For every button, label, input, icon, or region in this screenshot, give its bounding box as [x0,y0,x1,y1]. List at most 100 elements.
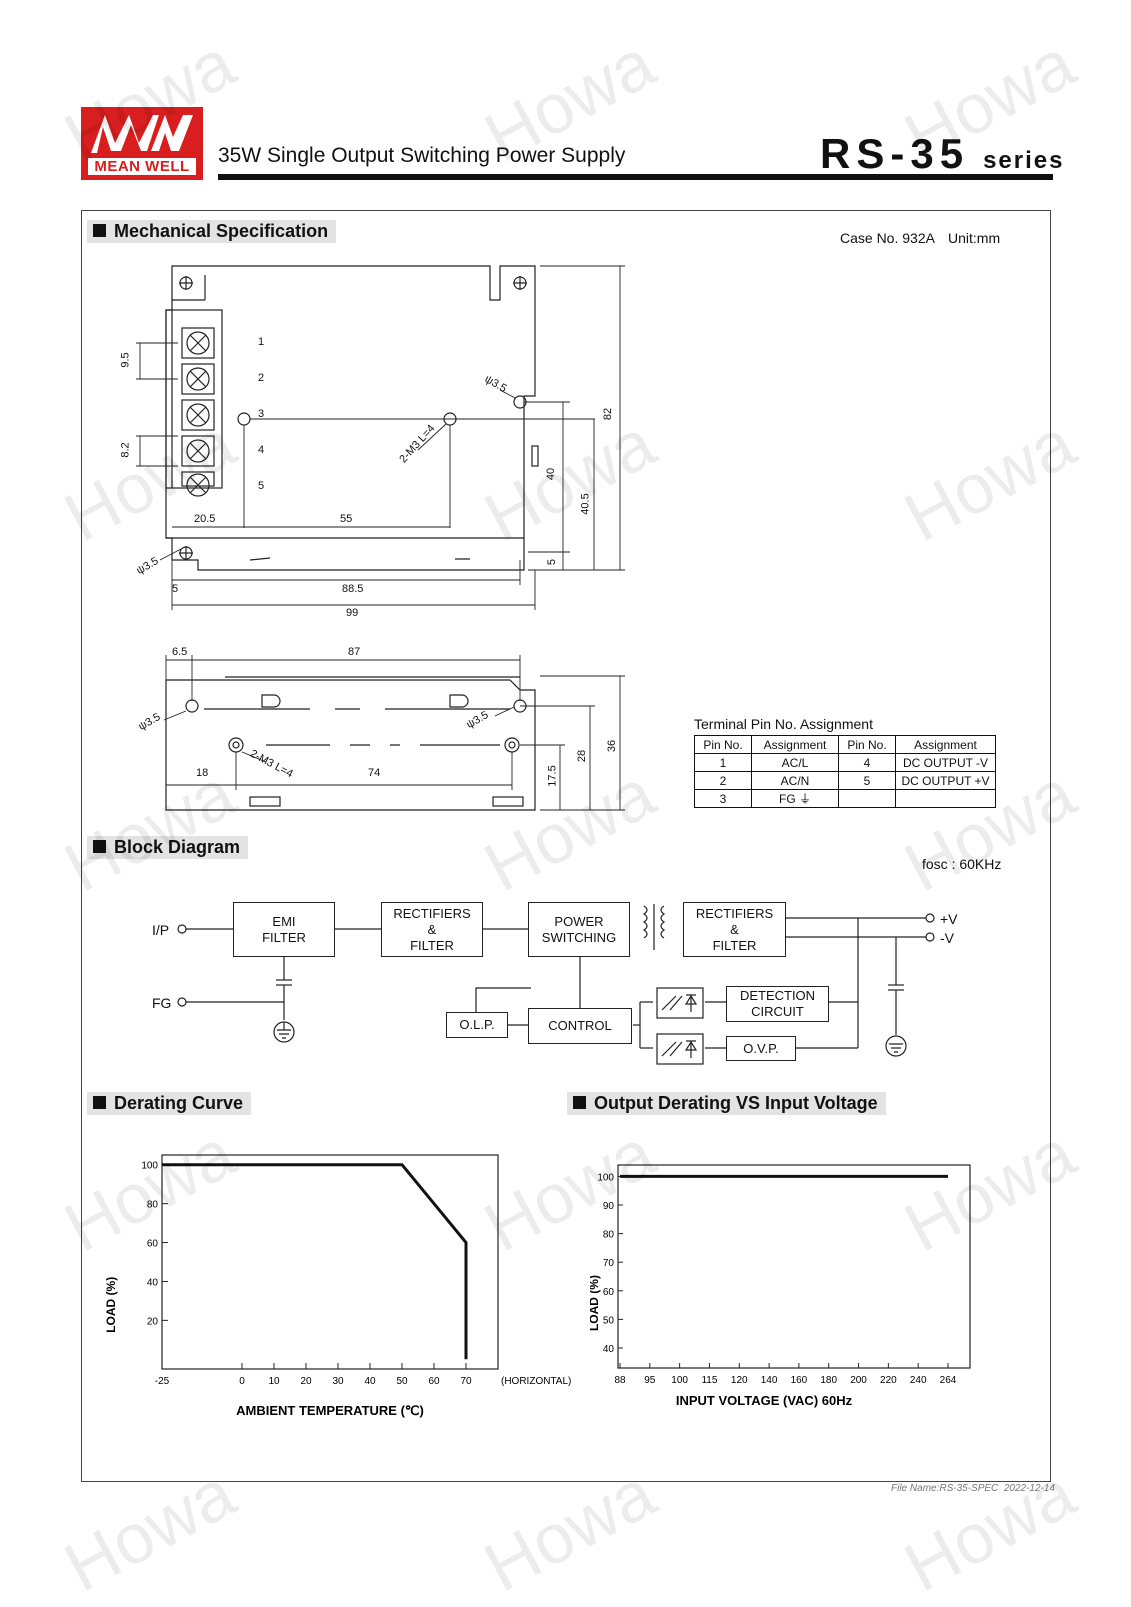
table-header: Assignment [751,735,839,754]
terminal-table-title: Terminal Pin No. Assignment [694,716,873,732]
y-tick-label: 20 [147,1316,159,1327]
x-tick-label: 60 [428,1376,440,1387]
x-tick-label: 140 [761,1375,778,1386]
olp-block: O.L.P. [446,1012,508,1038]
x-tick-label: 40 [364,1376,376,1387]
output-neg-label: -V [940,930,954,946]
terminal-number: 3 [258,408,265,420]
x-tick-label: 50 [396,1376,408,1387]
detection-circuit-block: DETECTION CIRCUIT [726,986,829,1022]
terminal-number: 2 [258,372,265,384]
output-rectifier-block: RECTIFIERS & FILTER [683,902,786,957]
block-diagram-wiring [177,904,935,1065]
footer-file: File Name:RS-35-SPEC [891,1483,999,1494]
x-tick-label: 180 [820,1375,837,1386]
table-cell: FG ⏚ [751,789,839,808]
x-tick-label: 120 [731,1375,748,1386]
x-tick-label: 95 [644,1375,656,1386]
logo-text: MEAN WELL [88,158,196,175]
table-cell: AC/N [751,771,839,790]
table-cell: DC OUTPUT +V [895,771,996,790]
page-title: RS-35 series [820,130,1064,178]
table-cell: 4 [838,753,896,772]
x-tick-label: 0 [239,1376,245,1387]
control-block: CONTROL [528,1008,632,1044]
dim-label: 87 [348,646,361,658]
x-tick-label: 88 [614,1375,626,1386]
x-axis-label: INPUT VOLTAGE (VAC) 60Hz [676,1393,853,1408]
section-block-diagram: Block Diagram [87,836,249,859]
section-derating-curve: Derating Curve [87,1092,252,1115]
y-tick-label: 60 [603,1287,615,1298]
x-tick-label: -25 [155,1376,170,1387]
header-rule [218,174,1053,180]
x-tick-label: 200 [850,1375,867,1386]
section-mechanical: Mechanical Specification [87,220,337,243]
x-tick-label: 240 [910,1375,927,1386]
table-header-row: Pin No. Assignment Pin No. Assignment [694,735,996,754]
dim-label: 5 [172,583,179,595]
table-cell: 5 [838,771,896,790]
series-label: series [983,147,1065,174]
case-number: Case No. 932A [840,230,935,246]
section-title: Output Derating VS Input Voltage [594,1093,878,1113]
dim-label: 28 [576,749,589,763]
table-row: 2 AC/N 5 DC OUTPUT +V [694,771,996,790]
section-title: Mechanical Specification [114,221,329,241]
derating-line [162,1163,468,1360]
footer: File Name:RS-35-SPEC 2022-12-14 [891,1483,1055,1494]
section-bullet-icon [93,224,106,237]
y-tick-label: 60 [147,1239,159,1250]
ip-label: I/P [152,922,170,938]
unit-label: Unit:mm [948,230,1001,246]
mechanical-side-view [163,655,625,811]
table-cell: 2 [694,771,752,790]
x-tick-label: 100 [671,1375,688,1386]
dim-label: 74 [368,767,381,779]
dim-label: 6.5 [172,646,188,658]
model-name: RS-35 [820,130,970,177]
mean-well-logo: MEAN WELL [81,107,203,180]
table-row: 1 AC/L 4 DC OUTPUT -V [694,753,996,772]
table-cell: 1 [694,753,752,772]
x-tick-label: 30 [332,1376,344,1387]
x-tick-label: 264 [940,1375,957,1386]
dim-label: 36 [606,739,619,753]
y-tick-label: 70 [603,1258,615,1269]
y-tick-label: 80 [603,1230,615,1241]
terminal-number: 5 [258,480,265,492]
dim-label: 17.5 [546,765,559,787]
terminal-table: Pin No. Assignment Pin No. Assignment 1 … [694,735,996,808]
x-tick-label: 115 [701,1375,717,1386]
terminal-number: 1 [258,336,265,348]
x-tick-label: 20 [300,1376,312,1387]
y-tick-label: 100 [597,1172,614,1183]
footer-date: 2022-12-14 [1003,1483,1055,1494]
x-axis-note: (HORIZONTAL) [501,1376,571,1387]
table-cell [895,789,996,808]
table-cell: DC OUTPUT -V [895,753,996,772]
ovp-block: O.V.P. [726,1036,796,1061]
dim-label: 18 [196,767,209,779]
dim-label: 88.5 [342,583,364,595]
section-bullet-icon [93,840,106,853]
rectifier-filter-block: RECTIFIERS & FILTER [381,902,483,957]
fosc-label: fosc : 60KHz [922,856,1002,872]
output-pos-label: +V [940,911,958,927]
section-input-derating: Output Derating VS Input Voltage [567,1092,886,1115]
x-tick-label: 70 [460,1376,472,1387]
y-tick-label: 40 [603,1344,615,1355]
y-axis-label: LOAD (%) [590,1275,601,1331]
power-switching-block: POWER SWITCHING [528,902,630,957]
table-cell: AC/L [751,753,839,772]
x-tick-label: 10 [268,1376,280,1387]
section-title: Derating Curve [114,1093,244,1113]
dim-label: 55 [340,513,353,525]
dim-label: 5 [546,558,559,566]
y-tick-label: 50 [603,1315,615,1326]
section-bullet-icon [573,1096,586,1109]
emi-filter-block: EMI FILTER [233,902,335,957]
table-cell: 3 [694,789,752,808]
